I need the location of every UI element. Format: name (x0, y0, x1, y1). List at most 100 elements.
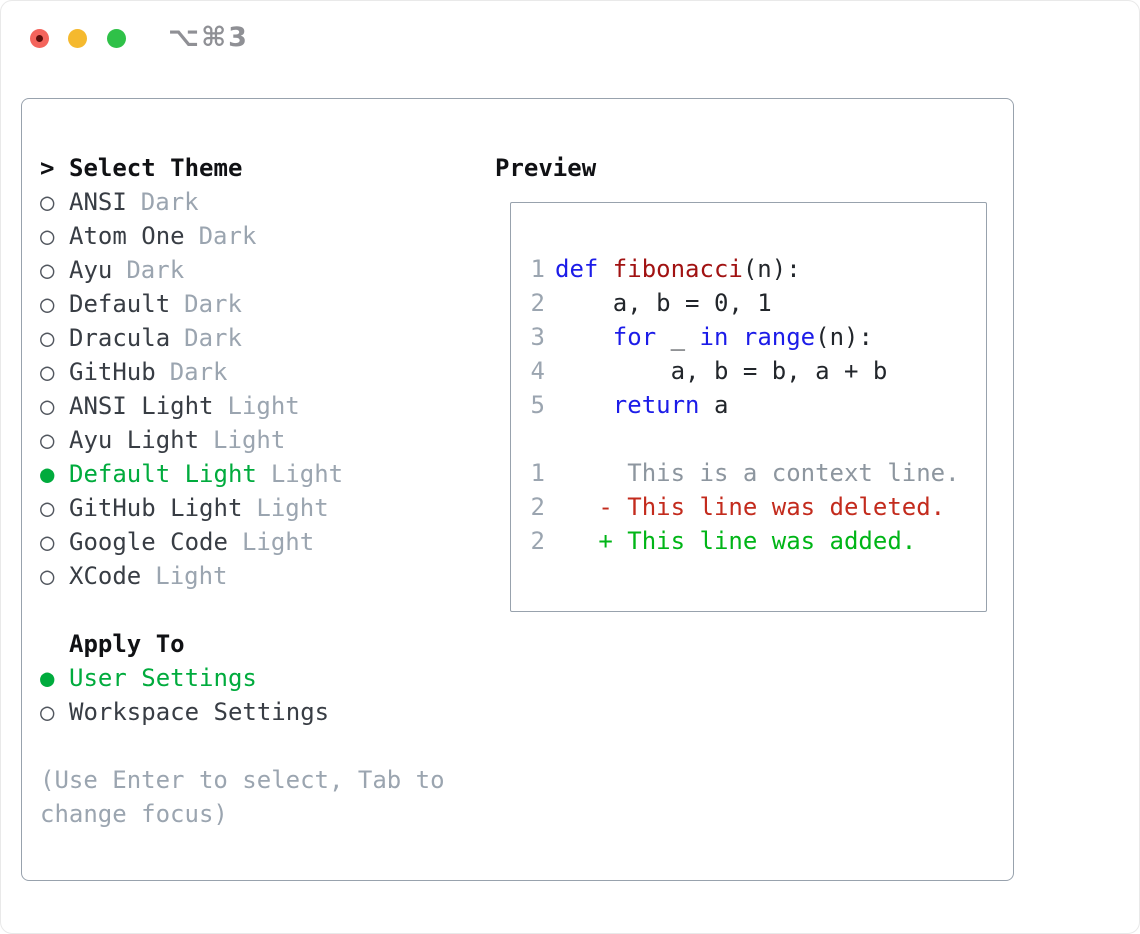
diff-line-context: 1 This is a context line. (511, 456, 986, 490)
theme-name: Default (69, 290, 171, 318)
diff-line-added: 2 + This line was added. (511, 524, 986, 558)
theme-variant: Light (241, 528, 315, 556)
theme-name: Google Code (69, 528, 228, 556)
line-number: 1 (530, 255, 545, 283)
radio-unselected-icon: ○ (40, 392, 55, 420)
code-line-3: 3 for _ in range(n): (511, 320, 986, 354)
radio-selected-icon: ● (40, 664, 55, 692)
code-token: a, b = 0, 1 (555, 289, 772, 317)
code-token: a (699, 391, 729, 419)
radio-unselected-icon: ○ (40, 256, 55, 284)
theme-variant: Light (270, 460, 344, 488)
theme-name: Ayu (69, 256, 113, 284)
hint-text-line-1: (Use Enter to select, Tab to (40, 766, 445, 794)
theme-option-ansi-light[interactable]: ○ ANSI Light Light (40, 389, 445, 423)
apply-option-workspace-settings[interactable]: ○Workspace Settings (40, 695, 445, 729)
code-line-5: 5 return a (511, 388, 986, 422)
line-number: 2 (530, 493, 545, 521)
code-line-4: 4 a, b = b, a + b (511, 354, 986, 388)
radio-unselected-icon: ○ (40, 528, 55, 556)
diff-deleted-text: - This line was deleted. (555, 493, 946, 521)
code-token (555, 323, 613, 351)
code-content: return a (555, 388, 729, 422)
preview-title: Preview (495, 154, 597, 182)
theme-name: ANSI Light (69, 392, 214, 420)
theme-variant: Dark (184, 324, 242, 352)
theme-variant: Light (227, 392, 300, 420)
code-content: for _ in range(n): (555, 320, 873, 354)
theme-variant: Dark (126, 256, 185, 284)
line-number: 1 (530, 459, 545, 487)
theme-name: GitHub Light (69, 494, 243, 522)
zoom-button[interactable] (107, 29, 126, 48)
theme-name: Default Light (69, 460, 257, 488)
theme-name: Ayu Light (69, 426, 200, 454)
theme-option-ayu-dark[interactable]: ○ Ayu Dark (40, 253, 445, 287)
code-token: range (742, 323, 816, 351)
section-gap (40, 593, 445, 627)
line-number: 5 (530, 391, 545, 419)
theme-variant: Light (155, 562, 228, 590)
radio-unselected-icon: ○ (40, 188, 55, 216)
diff-line-deleted: 2 - This line was deleted. (511, 490, 986, 524)
theme-variant: Light (213, 426, 286, 454)
diff-context-text: This is a context line. (555, 459, 960, 487)
code-line-2: 2 a, b = 0, 1 (511, 286, 986, 320)
code-token: (n): (742, 255, 801, 283)
theme-option-ansi-dark[interactable]: ○ ANSI Dark (40, 185, 445, 219)
theme-variant: Dark (140, 188, 199, 216)
line-number: 2 (530, 289, 545, 317)
radio-unselected-icon: ○ (40, 222, 55, 250)
code-token (728, 323, 742, 351)
preview-lines: 1 def fibonacci(n): 2 a, b = 0, 1 3 for … (511, 252, 986, 558)
apply-target-name: Workspace Settings (69, 698, 330, 726)
titlebar: ⌥⌘3 (1, 1, 1139, 71)
minimize-button[interactable] (68, 29, 87, 48)
select-theme-header: > Select Theme (40, 151, 445, 185)
code-content: a, b = 0, 1 (555, 286, 772, 320)
code-content: def fibonacci(n): (555, 252, 801, 286)
theme-variant: Dark (169, 358, 228, 386)
theme-name: XCode (69, 562, 142, 590)
theme-variant: Light (256, 494, 329, 522)
apply-target-name: User Settings (69, 664, 257, 692)
section-gap (40, 729, 445, 763)
theme-option-xcode[interactable]: ○ XCode Light (40, 559, 445, 593)
apply-to-header: Apply To (40, 627, 445, 661)
code-token: _ (656, 323, 700, 351)
unsaved-dot-icon (36, 35, 43, 42)
apply-option-user-settings[interactable]: ● User Settings (40, 661, 445, 695)
code-token: a, b = b, a + b (555, 357, 888, 385)
diff-added-text: + This line was added. (555, 527, 917, 555)
close-button[interactable] (30, 29, 49, 48)
code-token: return (612, 391, 700, 419)
theme-option-default-light[interactable]: ● Default Light Light (40, 457, 445, 491)
radio-selected-icon: ● (40, 460, 55, 488)
theme-name: ANSI (69, 188, 127, 216)
blank-line (511, 422, 986, 456)
section-title: Select Theme (69, 154, 243, 182)
theme-option-google-code[interactable]: ○ Google Code Light (40, 525, 445, 559)
line-number: 3 (530, 323, 545, 351)
radio-unselected-icon: ○ (40, 562, 55, 590)
code-token: def (555, 255, 613, 283)
focus-prompt-icon: > (40, 154, 55, 182)
theme-name: Dracula (69, 324, 171, 352)
code-token: in (699, 323, 729, 351)
theme-variant: Dark (184, 290, 242, 318)
hint-text-line-2: change focus) (40, 800, 228, 828)
preview-box: 1 def fibonacci(n): 2 a, b = 0, 1 3 for … (510, 202, 987, 612)
code-token: for (612, 323, 657, 351)
section-title: Apply To (69, 630, 185, 658)
keyboard-shortcut-label: ⌥⌘3 (168, 22, 249, 53)
code-token: fibonacci (612, 255, 743, 283)
